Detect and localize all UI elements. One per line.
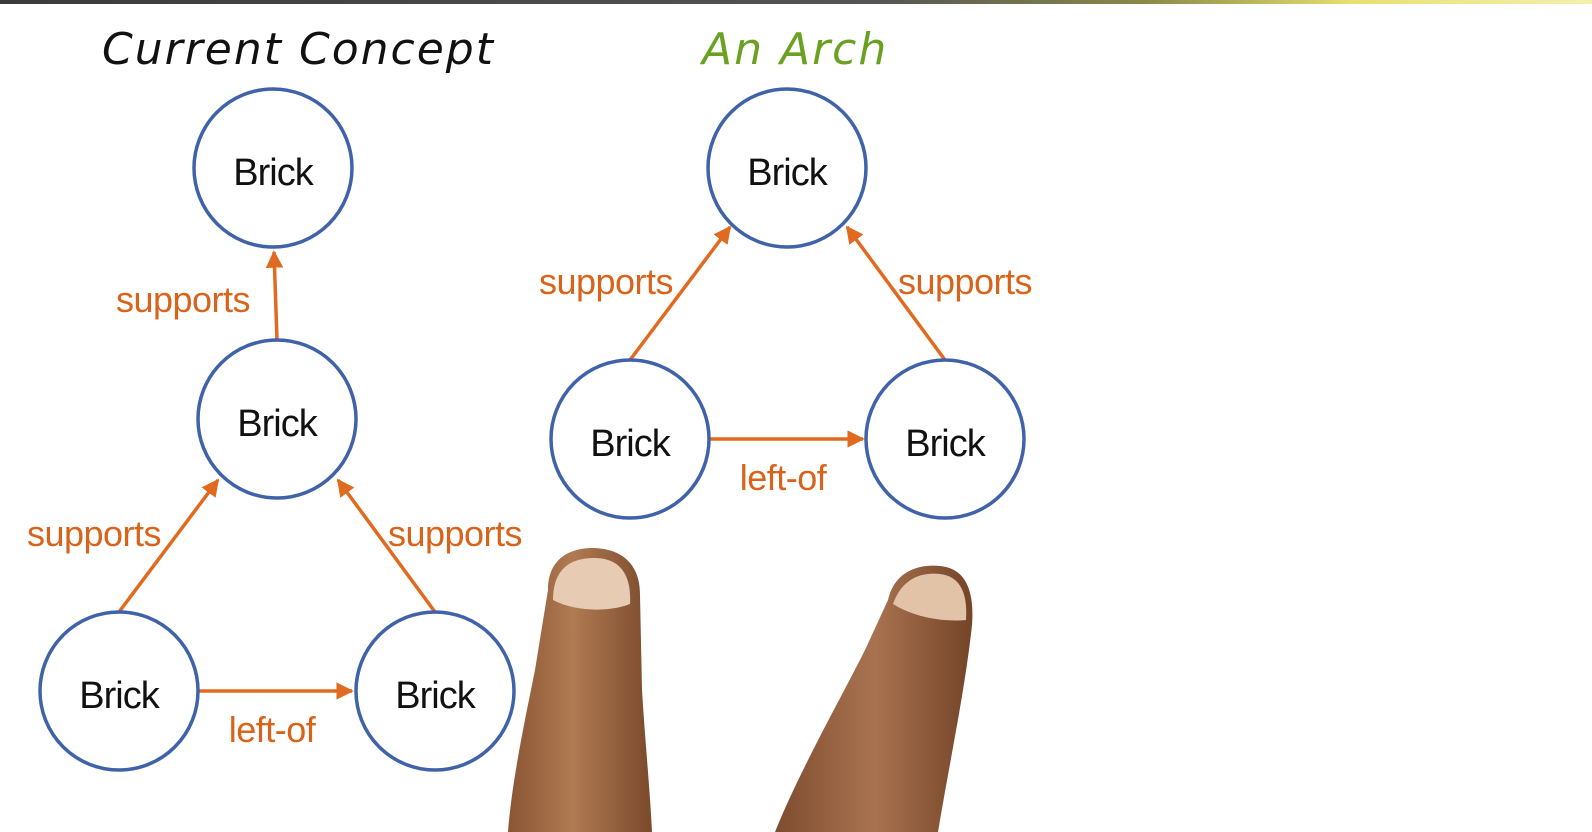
node-label: Brick bbox=[590, 423, 671, 465]
node-label: Brick bbox=[237, 403, 318, 445]
node-top-brick bbox=[706, 87, 868, 249]
edge-middle-supports-top bbox=[265, 250, 284, 341]
edge-label-supports: supports bbox=[539, 261, 673, 302]
edge-label-supports: supports bbox=[898, 261, 1032, 302]
node-bottom-left-brick bbox=[38, 610, 200, 772]
edge-left-supports-middle bbox=[117, 478, 220, 614]
node-label: Brick bbox=[747, 152, 828, 194]
node-label: Brick bbox=[233, 152, 314, 194]
arch-diagram: Brick Brick Brick supports supports left… bbox=[539, 87, 1033, 520]
edge-left-supports-top bbox=[628, 225, 732, 362]
current-concept-title: Current Concept bbox=[102, 24, 495, 75]
pointing-fingers bbox=[508, 548, 973, 832]
edge-right-supports-top bbox=[845, 225, 947, 362]
node-bottom-right-brick bbox=[864, 358, 1026, 520]
top-rule bbox=[0, 0, 1592, 4]
arch-title: An Arch bbox=[702, 24, 889, 75]
node-top-brick bbox=[192, 87, 354, 249]
left-fingernail bbox=[553, 558, 631, 610]
right-fingernail bbox=[893, 573, 967, 621]
edge-right-supports-middle bbox=[336, 478, 437, 614]
node-bottom-left-brick bbox=[549, 358, 711, 520]
edge-label-supports: supports bbox=[388, 513, 522, 554]
node-label: Brick bbox=[905, 423, 986, 465]
current-concept-diagram: Brick Brick Brick Brick supports support… bbox=[27, 87, 523, 772]
right-finger bbox=[775, 565, 973, 832]
edge-label-supports: supports bbox=[116, 279, 250, 320]
edge-label-left-of: left-of bbox=[229, 709, 317, 750]
left-finger bbox=[508, 548, 652, 832]
edge-label-supports: supports bbox=[27, 513, 161, 554]
edge-label-left-of: left-of bbox=[740, 457, 828, 498]
node-label: Brick bbox=[395, 675, 476, 717]
node-middle-brick bbox=[196, 338, 358, 500]
node-label: Brick bbox=[79, 675, 160, 717]
node-bottom-right-brick bbox=[354, 610, 516, 772]
